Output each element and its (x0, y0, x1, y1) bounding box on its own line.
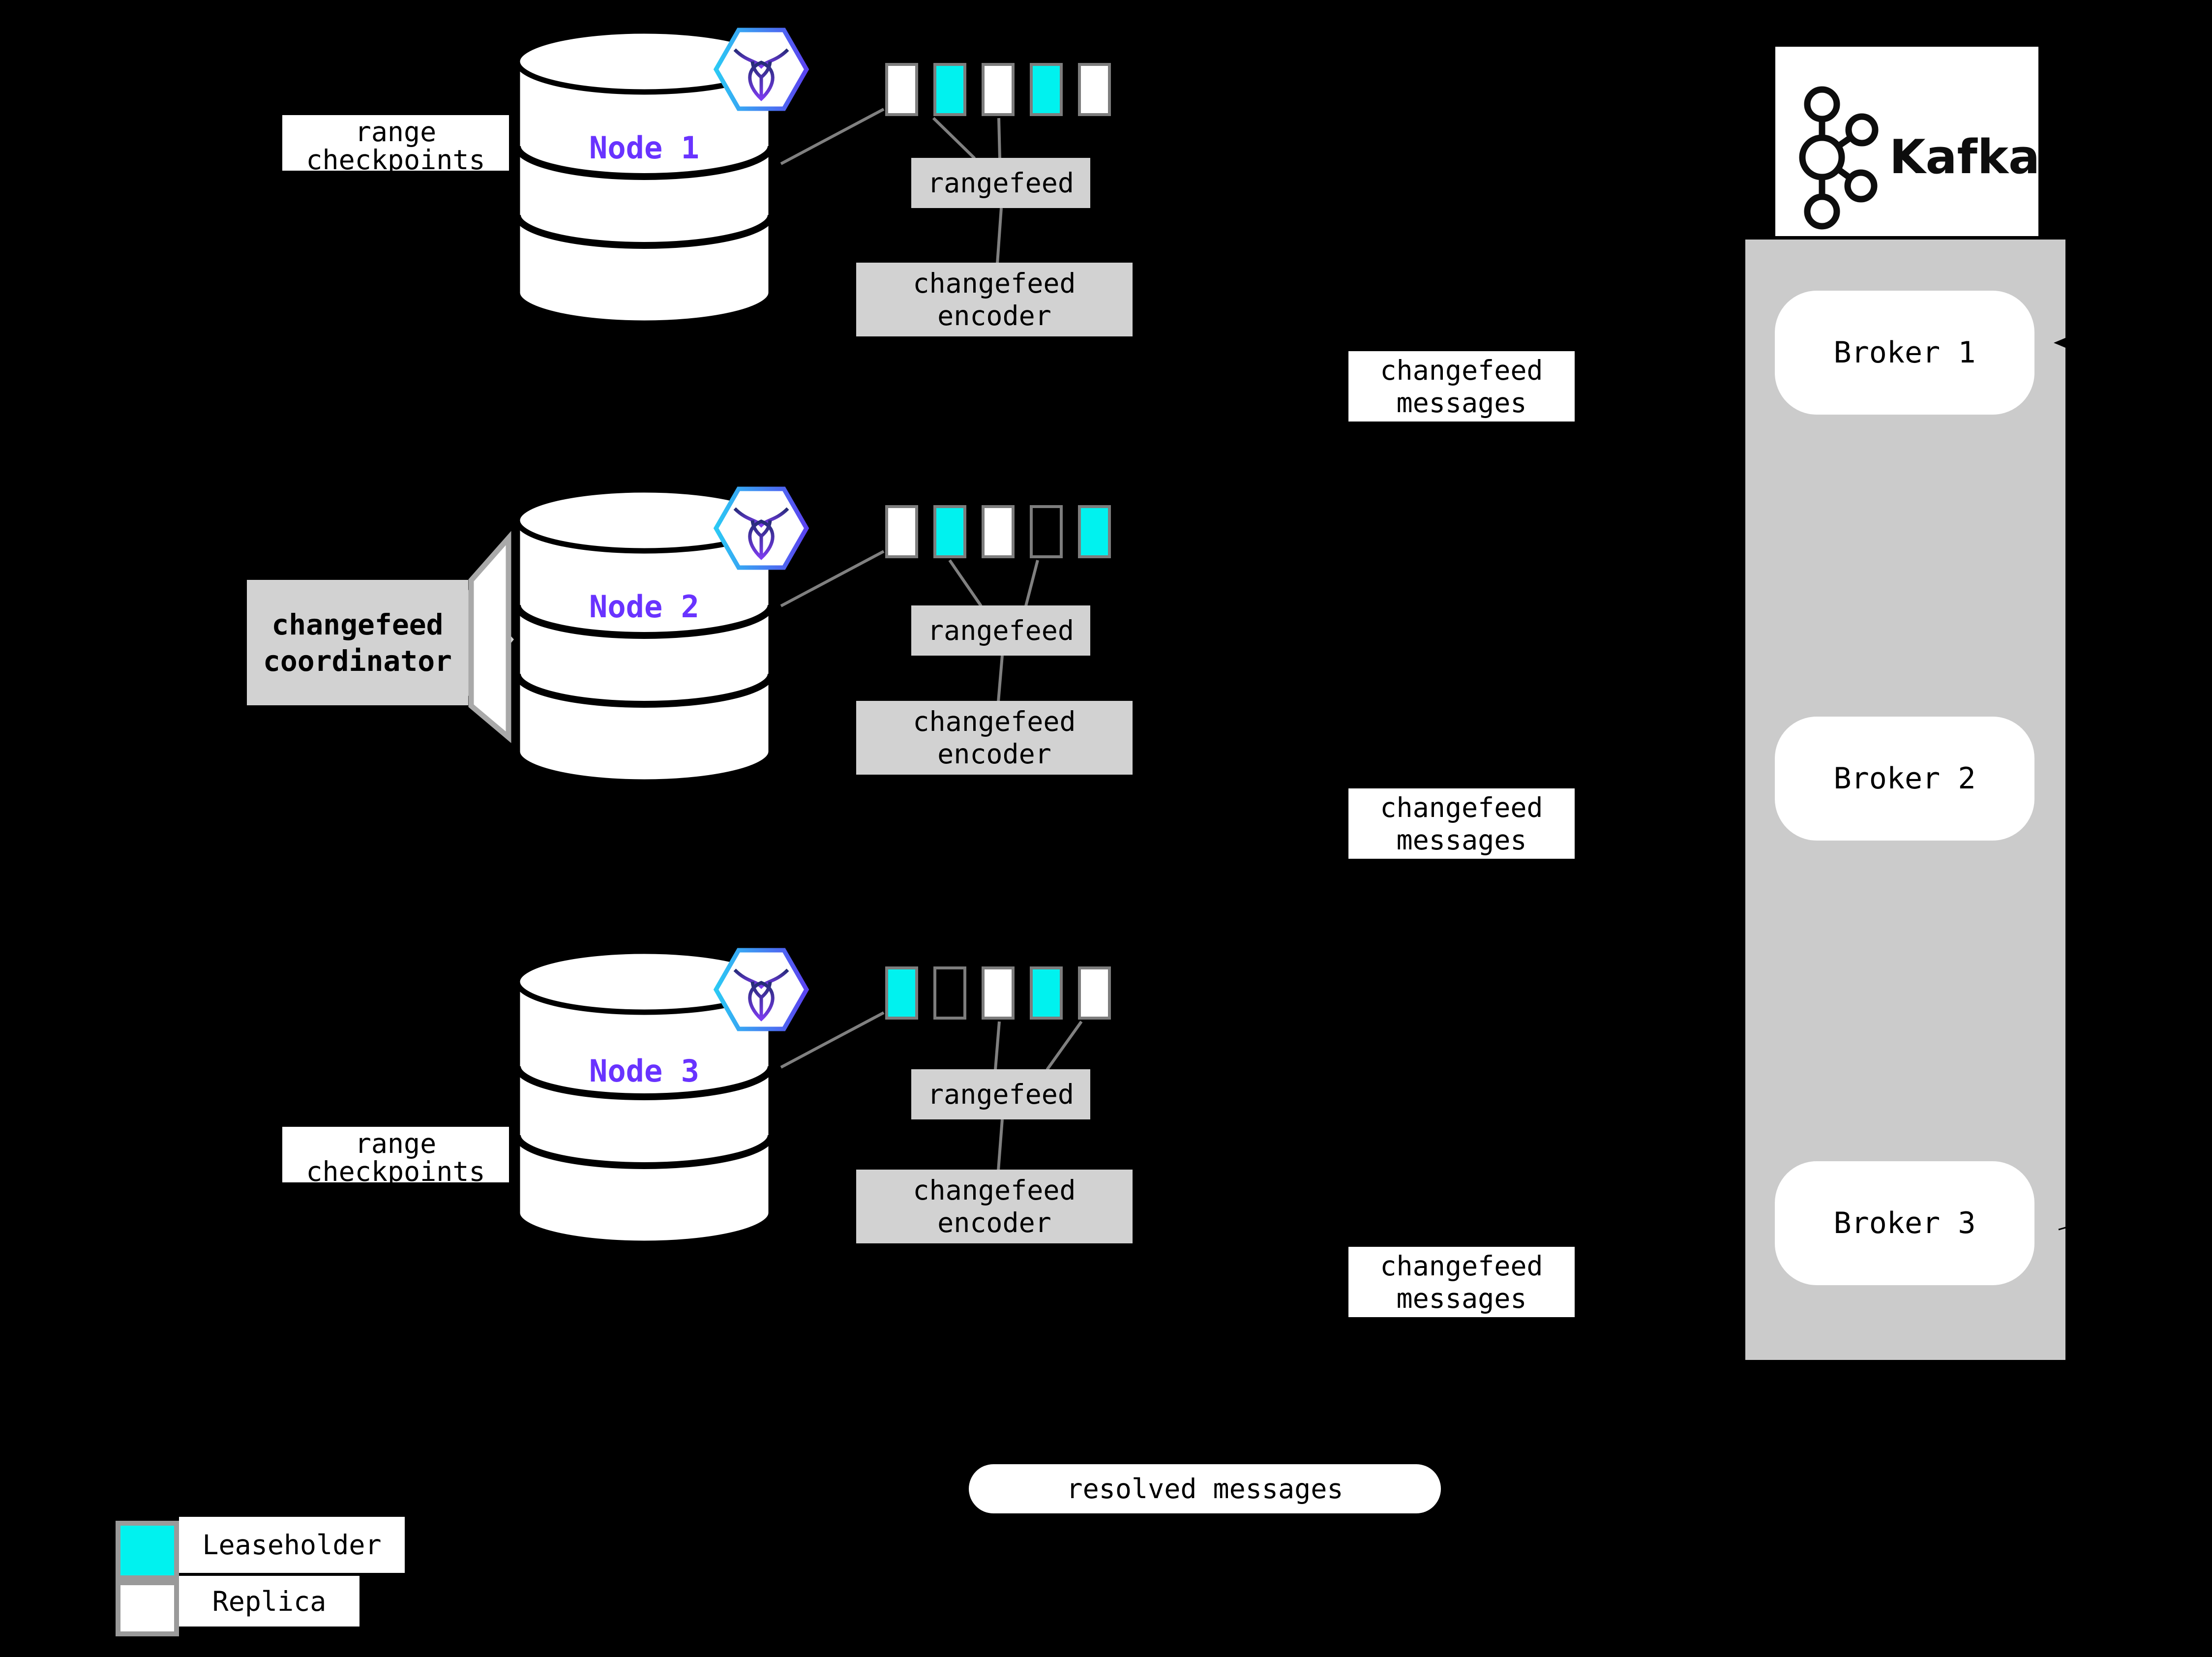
arrowhead-into-broker1 (2054, 338, 2065, 348)
label-line: changefeed (271, 607, 444, 641)
rangefeed-box: rangefeed (911, 158, 1090, 208)
legend-replica-label: Replica (179, 1576, 359, 1627)
range-block (933, 63, 966, 116)
label-line: messages (1396, 1282, 1527, 1314)
range-block (933, 505, 966, 558)
node2-label: Node 2 (589, 588, 699, 625)
kafka-icon (1799, 86, 1879, 230)
node2-cylinder (514, 487, 775, 785)
range-block (885, 63, 918, 116)
label-line: changefeed (913, 1175, 1076, 1206)
broker-box: Broker 3 (1775, 1161, 2034, 1285)
range-block (885, 966, 918, 1020)
cockroachdb-icon (713, 28, 809, 111)
range-block (1078, 505, 1111, 558)
range-checkpoints-label: range checkpoints (282, 115, 509, 171)
label-line: changefeed (913, 268, 1076, 299)
changefeed-messages-label: changefeed messages (1348, 351, 1575, 422)
rangefeed-box: rangefeed (911, 605, 1090, 656)
arrow-tick-bottom (2058, 1225, 2073, 1231)
range-checkpoints-label: range checkpoints (282, 1127, 509, 1182)
label-line: range (355, 1128, 437, 1159)
label-line: messages (1396, 387, 1527, 419)
coordinator-flag (468, 531, 511, 743)
label-line: range (355, 116, 437, 148)
range-block (1030, 505, 1063, 558)
label-line: changefeed (1380, 791, 1543, 823)
cockroachdb-icon (713, 948, 809, 1031)
range-block (982, 505, 1015, 558)
label-line: changefeed (1380, 354, 1543, 386)
label-line: changefeed (913, 706, 1076, 737)
node3-label: Node 3 (589, 1053, 699, 1089)
range-block (982, 966, 1015, 1020)
changefeed-messages-label: changefeed messages (1348, 788, 1575, 859)
connector-lines (780, 108, 1083, 1171)
range-block (1030, 63, 1063, 116)
label-line: coordinator (263, 644, 452, 678)
changefeed-messages-label: changefeed messages (1348, 1247, 1575, 1317)
node1-label: Node 1 (589, 129, 699, 166)
changefeed-encoder-box: changefeed encoder (856, 263, 1133, 336)
kafka-wordmark: Kafka (1889, 130, 2040, 184)
label-line: encoder (937, 300, 1051, 331)
legend-replica-swatch (116, 1580, 179, 1636)
range-block (933, 966, 966, 1020)
range-block (1030, 966, 1063, 1020)
legend-leaseholder-swatch (116, 1521, 179, 1580)
label-line: encoder (937, 1207, 1051, 1238)
range-block (1078, 966, 1111, 1020)
node3-cylinder (514, 948, 775, 1246)
label-line: changefeed (1380, 1250, 1543, 1282)
node1-cylinder (514, 28, 775, 326)
label-line: checkpoints (306, 1156, 485, 1183)
label-line: messages (1396, 824, 1527, 856)
range-block (885, 505, 918, 558)
range-block (1078, 63, 1111, 116)
broker-box: Broker 1 (1775, 291, 2034, 415)
resolved-messages-pill: resolved messages (969, 1464, 1441, 1513)
label-line: encoder (937, 738, 1051, 770)
label-line: checkpoints (306, 144, 485, 171)
broker-box: Broker 2 (1775, 717, 2034, 841)
legend-leaseholder-label: Leaseholder (179, 1517, 405, 1573)
changefeed-encoder-box: changefeed encoder (856, 701, 1133, 775)
range-block (982, 63, 1015, 116)
changefeed-encoder-box: changefeed encoder (856, 1170, 1133, 1243)
rangefeed-box: rangefeed (911, 1069, 1090, 1119)
changefeed-coordinator-box: changefeed coordinator (247, 580, 468, 705)
cockroachdb-icon (713, 486, 809, 570)
